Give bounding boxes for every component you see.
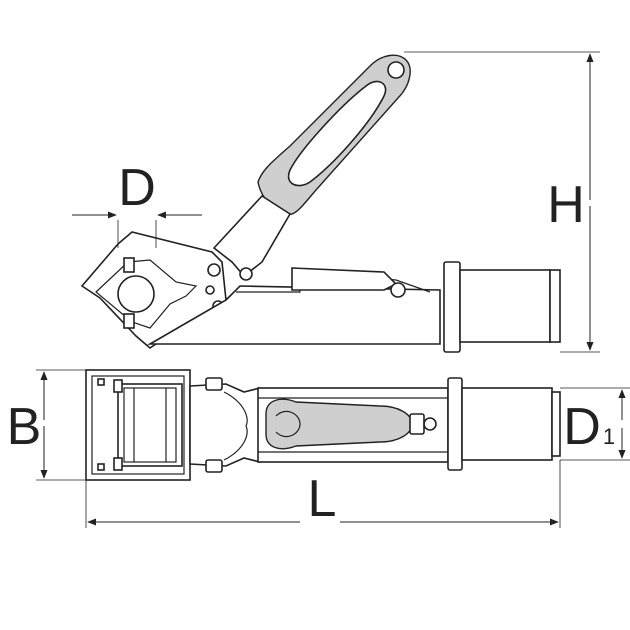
flange-top — [447, 377, 463, 471]
pipe-section — [117, 275, 155, 313]
handle-grip — [257, 54, 411, 215]
side-view — [80, 54, 561, 353]
dimension-D1: D 1 — [560, 387, 630, 461]
flange — [443, 261, 461, 353]
dimension-label-D1: D — [563, 398, 601, 456]
dimension-B: B — [7, 369, 86, 481]
dimension-H: H — [404, 51, 600, 353]
dimension-label-H: H — [547, 176, 585, 234]
dimension-label-D: D — [118, 159, 156, 217]
cylinder — [459, 269, 551, 343]
linkage — [189, 383, 261, 467]
cylinder-top — [461, 387, 553, 461]
handle-grip-top — [265, 398, 413, 450]
dimension-L: L — [85, 460, 561, 528]
dimension-label-D1-subscript: 1 — [603, 424, 615, 449]
dimension-label-B: B — [7, 398, 42, 456]
cylinder-cap — [549, 269, 561, 343]
handle-shank — [212, 194, 292, 278]
dimension-label-L: L — [308, 470, 337, 528]
handle-pivot — [239, 267, 253, 281]
body-tube — [147, 285, 441, 345]
rear-pivot — [390, 282, 406, 298]
jaw-block — [117, 383, 183, 467]
dimension-D: D — [72, 159, 202, 248]
top-view — [85, 369, 561, 481]
